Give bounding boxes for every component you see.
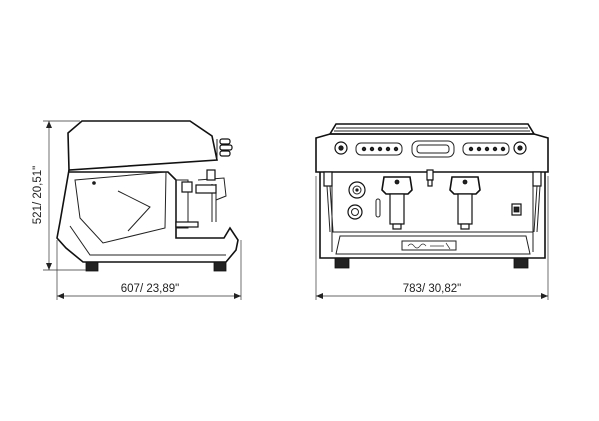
front-steam-wand-right	[532, 171, 542, 233]
side-width-dimension	[56, 240, 242, 300]
side-foot-rear	[85, 261, 99, 272]
front-view	[315, 123, 549, 269]
side-width-label: 607/ 23,89"	[121, 283, 179, 295]
front-group-head-right	[449, 176, 481, 230]
side-height-label: 521/ 20,51"	[32, 166, 44, 224]
front-group-head-left	[381, 176, 413, 230]
side-group-head	[175, 179, 199, 229]
front-drip-tray	[335, 235, 531, 255]
front-lower-body	[319, 172, 546, 259]
side-chevron	[117, 190, 151, 232]
side-knobs	[216, 138, 233, 158]
side-panel	[74, 171, 167, 244]
side-height-dimension	[43, 120, 86, 271]
front-hot-water-tap	[426, 169, 434, 187]
side-dot	[92, 181, 96, 185]
front-width-label: 783/ 30,82"	[403, 283, 461, 295]
front-pressure-gauge	[348, 181, 366, 199]
front-top-body	[315, 133, 549, 173]
side-hood	[67, 120, 218, 171]
front-control-panel-right	[462, 142, 510, 156]
side-foot-front	[213, 261, 227, 272]
front-display	[411, 140, 455, 158]
front-power-switch	[511, 203, 522, 216]
front-round-control	[347, 204, 363, 220]
side-steam-wand	[195, 169, 227, 222]
front-control-panel-left	[355, 142, 403, 156]
front-foot-right	[513, 257, 529, 269]
front-slot	[375, 198, 381, 218]
side-body	[56, 169, 239, 263]
front-steam-wand-left	[323, 171, 334, 233]
side-view	[56, 120, 239, 272]
side-skirt	[69, 225, 226, 256]
front-width-dimension	[315, 176, 549, 300]
front-foot-left	[334, 257, 350, 269]
front-logo-badge	[401, 240, 457, 251]
front-cup-rail	[328, 123, 536, 135]
